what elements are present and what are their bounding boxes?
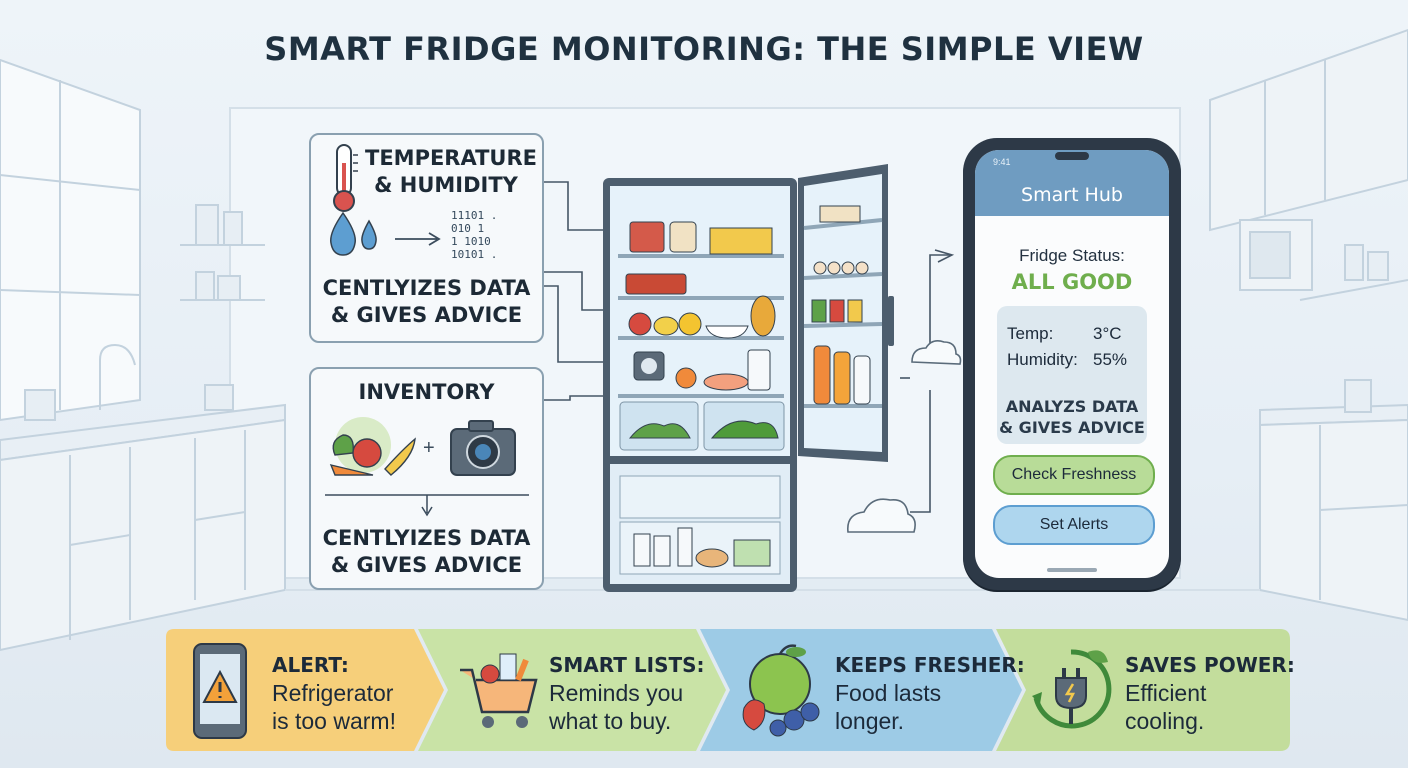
sensor-card: TEMPERATURE & HUMIDITY 11101 . 010 1 1 1… [309, 133, 544, 343]
smartphone: 9:41 Smart Hub Fridge Status: ALL GOOD T… [963, 138, 1181, 590]
advice-line-2: & GIVES ADVICE [999, 418, 1145, 437]
binary-line: 10101 . [451, 248, 498, 261]
humidity-label: Humidity: [1007, 350, 1078, 369]
home-indicator [1047, 568, 1097, 572]
sensor-heading-2: & HUMIDITY [374, 173, 518, 197]
eco-plug-icon [1032, 649, 1112, 729]
phone-screen: 9:41 Smart Hub Fridge Status: ALL GOOD T… [975, 150, 1169, 578]
sensor-footer-2: & GIVES ADVICE [330, 303, 523, 327]
benefit-line: is too warm! [272, 708, 396, 734]
down-arrow-divider [325, 494, 529, 517]
water-drops-icon [330, 211, 377, 256]
app-header: 9:41 Smart Hub [975, 150, 1169, 216]
set-alerts-button[interactable]: Set Alerts [993, 505, 1155, 545]
advice-text: ANALYZS DATA & GIVES ADVICE [997, 396, 1147, 438]
benefit-saves-power: SAVES POWER: Efficient cooling. [1125, 650, 1295, 735]
inventory-card: INVENTORY + CENTLYIZES DATA & GIVES ADVI… [309, 367, 544, 590]
binary-data: 11101 . 010 1 1 1010 10101 . [451, 209, 535, 261]
temp-label: Temp: [1007, 324, 1054, 343]
benefit-line: Food lasts [835, 680, 942, 706]
fridge-illustration [603, 164, 894, 592]
thermometer-icon [333, 144, 358, 212]
benefit-line: cooling. [1125, 708, 1205, 734]
plus-sign: + [423, 437, 435, 459]
benefit-line: Reminds you [549, 680, 684, 706]
sensor-footer-1: CENTLYIZES DATA [322, 276, 531, 300]
sensor-readings-box: Temp: 3°C Humidity: 55% ANALYZS DATA & G… [997, 306, 1147, 444]
benefit-line: longer. [835, 708, 905, 734]
advice-line-1: ANALYZS DATA [1005, 397, 1139, 416]
benefit-line: Refrigerator [272, 680, 394, 706]
humidity-value: 55% [1093, 350, 1128, 369]
benefit-line: what to buy. [549, 708, 672, 734]
binary-line: 1 1010 [451, 235, 491, 248]
inventory-footer-1: CENTLYIZES DATA [322, 526, 531, 550]
phone-notch [1055, 152, 1089, 160]
phone-warning-icon [193, 643, 247, 739]
arrow-right-icon [395, 232, 441, 246]
benefit-alert: ALERT: Refrigerator is too warm! [272, 650, 396, 735]
sensor-heading-1: TEMPERATURE [365, 146, 537, 170]
app-title: Smart Hub [1021, 184, 1123, 206]
benefit-keeps-fresher: KEEPS FRESHER: Food lasts longer. [835, 650, 1025, 735]
benefit-title: SMART LISTS: [549, 653, 705, 677]
fridge-status-label: Fridge Status: [1019, 246, 1125, 265]
benefit-title: KEEPS FRESHER: [835, 653, 1025, 677]
inventory-heading: INVENTORY [358, 380, 495, 404]
inventory-footer-2: & GIVES ADVICE [330, 553, 523, 577]
status-time: 9:41 [993, 157, 1011, 167]
benefit-smart-lists: SMART LISTS: Reminds you what to buy. [549, 650, 705, 735]
temp-value: 3°C [1093, 324, 1122, 343]
shopping-cart-icon [460, 653, 538, 728]
benefit-title: ALERT: [272, 653, 349, 677]
page-title: SMART FRIDGE MONITORING: THE SIMPLE VIEW [264, 30, 1144, 68]
benefit-title: SAVES POWER: [1125, 653, 1295, 677]
fresh-fruit-icon [742, 644, 820, 737]
check-freshness-button[interactable]: Check Freshness [993, 455, 1155, 495]
binary-line: 11101 . [451, 209, 498, 222]
fridge-status-value: ALL GOOD [1011, 270, 1133, 294]
benefit-line: Efficient [1125, 680, 1207, 706]
binary-line: 010 1 [451, 222, 485, 235]
vegetables-icon [329, 417, 416, 476]
camera-icon [450, 420, 516, 476]
